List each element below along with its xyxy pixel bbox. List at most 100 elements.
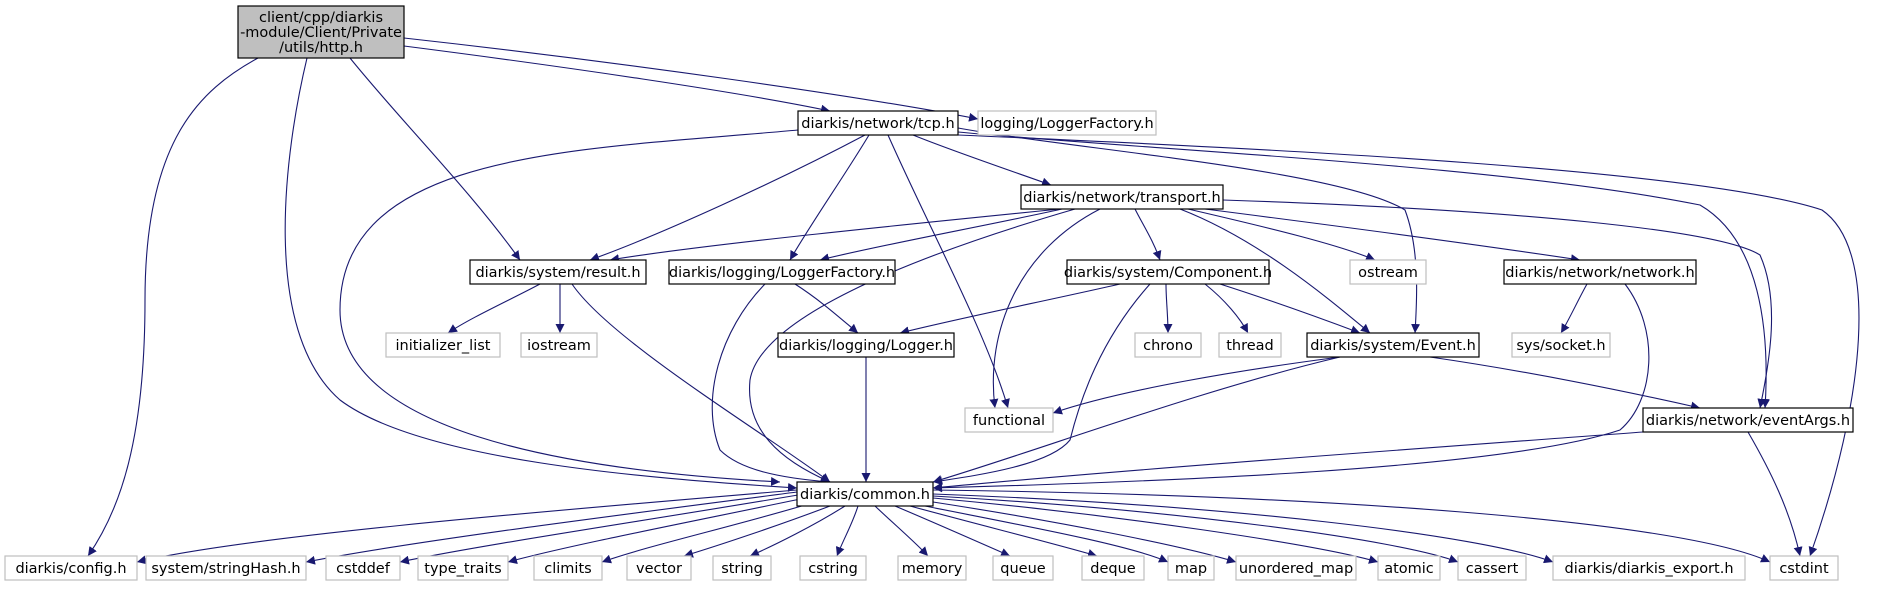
edge-common-h-to-deque (909, 505, 1098, 558)
edge-event-h-to-common-h (932, 356, 1341, 484)
edge-tcp-h-to-logging-loggerfactory-h (789, 134, 870, 261)
node-label: iostream (527, 338, 591, 354)
node-box (1134, 332, 1202, 358)
node-stringhash-h: system/stringHash.h (145, 555, 307, 581)
node-box (533, 555, 603, 581)
edge-eventargs-h-to-cstdint (1747, 431, 1803, 557)
node-tcp-h[interactable]: diarkis/network/tcp.h (797, 110, 959, 136)
edge-common-h-to-cstdint (932, 489, 1771, 563)
edge-http-h-to-common-h (284, 57, 798, 492)
node-common-h[interactable]: diarkis/common.h (796, 481, 934, 507)
node-label: diarkis/system/result.h (475, 265, 640, 281)
node-logging-loggerfactory-h[interactable]: diarkis/logging/LoggerFactory.h (668, 259, 896, 285)
edge-logging-loggerfactory-h-to-logger-h (794, 283, 859, 334)
node-result-h[interactable]: diarkis/system/result.h (469, 259, 647, 285)
edge-common-h-to-map (924, 505, 1169, 563)
node-cstring: cstring (799, 555, 867, 581)
node-label: sys/socket.h (1516, 338, 1605, 354)
edge-logging-loggerfactory-h-to-common-h (711, 283, 831, 486)
node-label: system/stringHash.h (151, 561, 300, 577)
node-cassert: cassert (1457, 555, 1527, 581)
node-label: diarkis/logging/LoggerFactory.h (669, 265, 895, 281)
node-box (626, 555, 692, 581)
edges-layer (87, 37, 1860, 565)
node-box (797, 110, 959, 136)
node-box (145, 555, 307, 581)
node-label: queue (1000, 561, 1046, 577)
node-http-h[interactable]: client/cpp/diarkis-module/Client/Private… (237, 5, 405, 59)
node-logger-h[interactable]: diarkis/logging/Logger.h (777, 332, 955, 358)
node-label: ostream (1358, 265, 1418, 281)
node-label: climits (544, 561, 591, 577)
node-vector: vector (626, 555, 692, 581)
node-box (712, 555, 772, 581)
node-atomic: atomic (1377, 555, 1441, 581)
node-box (1511, 332, 1611, 358)
node-box (1377, 555, 1441, 581)
edge-result-h-to-initializer-list (447, 283, 541, 334)
node-memory: memory (897, 555, 967, 581)
nodes-layer: client/cpp/diarkis-module/Client/Private… (4, 5, 1854, 581)
node-label: diarkis/config.h (15, 561, 126, 577)
node-eventargs-h[interactable]: diarkis/network/eventArgs.h (1642, 407, 1854, 433)
node-box (1457, 555, 1527, 581)
edge-network-h-to-sys-socket (1560, 283, 1588, 334)
node-event-h[interactable]: diarkis/system/Event.h (1306, 332, 1480, 358)
edge-common-h-to-cstring (835, 505, 859, 557)
node-loggerfactory-ext: logging/LoggerFactory.h (977, 110, 1157, 136)
node-iostream: iostream (520, 332, 598, 358)
edge-tcp-h-to-result-h (589, 134, 866, 262)
edge-common-h-to-config-h (136, 489, 798, 565)
node-box (1020, 184, 1224, 210)
edge-tcp-h-to-cstdint (957, 134, 1860, 557)
edge-component-h-to-chrono (1163, 283, 1173, 334)
node-label: cassert (1466, 561, 1519, 577)
node-box (977, 110, 1157, 136)
node-box (777, 332, 955, 358)
node-label: chrono (1143, 338, 1193, 354)
edge-common-h-to-cassert (932, 495, 1459, 564)
node-label: thread (1226, 338, 1274, 354)
node-type-traits: type_traits (417, 555, 509, 581)
node-diarkis-export-h: diarkis/diarkis_export.h (1552, 555, 1746, 581)
edge-http-h-to-loggerfactory-ext (403, 37, 979, 122)
node-label: unordered_map (1239, 561, 1353, 577)
node-box (1167, 555, 1215, 581)
edge-tcp-h-to-eventargs-h (957, 131, 1771, 409)
edge-common-h-to-stringhash-h (305, 491, 798, 565)
node-box (417, 555, 509, 581)
node-label: type_traits (424, 561, 501, 577)
edge-component-h-to-thread (1204, 283, 1249, 334)
node-deque: deque (1081, 555, 1145, 581)
node-box (1081, 555, 1145, 581)
edge-tcp-h-to-event-h (957, 127, 1421, 334)
node-label: memory (902, 561, 963, 577)
edge-event-h-to-eventargs-h (1429, 356, 1701, 411)
node-box (897, 555, 967, 581)
edge-transport-h-to-result-h (609, 208, 1061, 263)
edge-transport-h-to-logging-loggerfactory-h (819, 208, 1063, 263)
node-chrono: chrono (1134, 332, 1202, 358)
node-label-line: -module/Client/Private (240, 25, 402, 41)
edge-transport-h-to-functional (989, 208, 1101, 409)
node-box (1066, 259, 1270, 285)
node-label: logging/LoggerFactory.h (980, 116, 1153, 132)
node-label: string (721, 561, 763, 577)
node-transport-h[interactable]: diarkis/network/transport.h (1020, 184, 1224, 210)
node-network-h[interactable]: diarkis/network/network.h (1503, 259, 1697, 285)
node-label: vector (636, 561, 682, 577)
node-label: atomic (1384, 561, 1434, 577)
node-map: map (1167, 555, 1215, 581)
node-box (1769, 555, 1839, 581)
node-component-h[interactable]: diarkis/system/Component.h (1064, 259, 1272, 285)
node-label: diarkis/system/Event.h (1310, 338, 1476, 354)
node-label: diarkis/network/eventArgs.h (1646, 413, 1850, 429)
edge-tcp-h-to-transport-h (912, 134, 1052, 187)
edge-transport-h-to-network-h (1204, 208, 1581, 264)
node-thread: thread (1218, 332, 1282, 358)
edge-tcp-h-to-functional (887, 134, 1010, 409)
edge-http-h-to-result-h (349, 57, 521, 261)
node-label: diarkis/system/Component.h (1064, 265, 1272, 281)
node-box (1552, 555, 1746, 581)
